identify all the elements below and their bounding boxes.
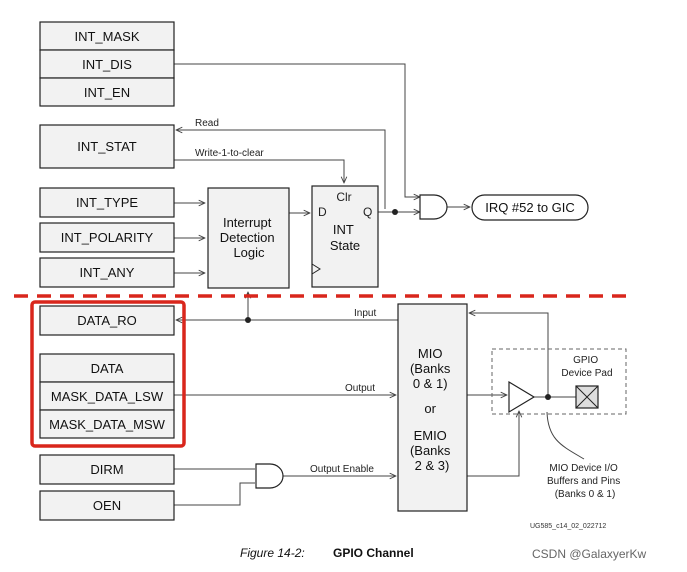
figure-number-label: Figure 14-2:	[240, 546, 305, 560]
buffers-callout-line	[546, 411, 585, 460]
interrupt-detection-logic-box	[207, 187, 290, 289]
io-buffer-icon	[508, 380, 536, 414]
int-dis-box	[39, 49, 175, 79]
output-enable-label: Output Enable	[310, 464, 374, 475]
dirm-label: DIRM	[90, 462, 123, 477]
int-type-box	[39, 187, 175, 218]
oen-box	[39, 490, 175, 521]
oe-and-gate-icon	[255, 463, 284, 489]
mio-emio-block	[397, 303, 468, 512]
interrupt-registers: INT_MASK INT_DIS INT_EN INT_STAT INT_TYP…	[39, 21, 175, 288]
q-junction-dot	[392, 209, 398, 215]
oen-wire	[174, 482, 255, 506]
gpio-device-pad-region	[491, 348, 627, 415]
read-label: Read	[195, 118, 219, 129]
int-any-label: INT_ANY	[80, 265, 135, 280]
int-state-label: INT State	[330, 222, 360, 253]
mio-emio-label: MIO (Banks 0 & 1) or EMIO (Banks 2 & 3)	[410, 346, 454, 473]
int-stat-label: INT_STAT	[77, 139, 137, 154]
int-en-label: INT_EN	[84, 85, 130, 100]
int-type-label: INT_TYPE	[76, 195, 138, 210]
mask-data-lsw-box	[39, 381, 175, 411]
data-ro-label: DATA_RO	[77, 313, 136, 328]
data-label: DATA	[91, 361, 124, 376]
input-label: Input	[354, 308, 376, 319]
mask-data-msw-box	[39, 409, 175, 439]
oe-to-buffer-wire	[467, 411, 519, 477]
mask-data-msw-label: MASK_DATA_MSW	[49, 417, 166, 432]
int-mask-label: INT_MASK	[74, 29, 139, 44]
d-label: D	[318, 205, 327, 219]
int-en-box	[39, 77, 175, 107]
write-clear-wire	[174, 159, 344, 183]
read-wire	[176, 130, 386, 209]
watermark-label: CSDN @GalaxyerKw	[532, 547, 647, 561]
gpio-device-pad-label: GPIO Device Pad	[561, 355, 612, 379]
data-registers: DATA_RO DATA MASK_DATA_LSW MASK_DATA_MSW…	[39, 305, 175, 521]
dirm-box	[39, 454, 175, 485]
pad-junction-dot	[545, 394, 551, 400]
input-junction-dot	[245, 317, 251, 323]
data-box	[39, 353, 175, 383]
wires	[174, 63, 585, 506]
output-label: Output	[345, 383, 375, 394]
int-polarity-label: INT_POLARITY	[61, 230, 154, 245]
int-polarity-box	[39, 222, 175, 253]
figure-title-label: GPIO Channel	[333, 546, 414, 560]
data-registers-highlight	[30, 300, 186, 448]
pad-x-mark	[575, 385, 599, 409]
int-dis-label: INT_DIS	[82, 57, 132, 72]
int-any-box	[39, 257, 175, 288]
oen-label: OEN	[93, 498, 121, 513]
int-state-flipflop-box	[311, 185, 379, 288]
data-ro-box	[39, 305, 175, 336]
buffers-note-label: MIO Device I/O Buffers and Pins (Banks 0…	[547, 463, 623, 500]
irq-pill	[471, 194, 589, 221]
int-stat-box	[39, 124, 175, 169]
interrupt-detection-logic-label: Interrupt Detection Logic	[220, 215, 279, 260]
clock-input-icon	[311, 263, 321, 275]
int-dis-wire	[174, 63, 420, 197]
irq-label: IRQ #52 to GIC	[485, 200, 575, 215]
doc-code-label: UG585_c14_02_022712	[530, 523, 606, 530]
mask-data-lsw-label: MASK_DATA_LSW	[51, 389, 164, 404]
pad-input-wire	[469, 313, 549, 397]
clr-label: Clr	[336, 190, 351, 204]
irq-and-gate-icon	[419, 194, 448, 220]
q-label: Q	[363, 205, 372, 219]
write-clear-label: Write-1-to-clear	[195, 148, 264, 159]
